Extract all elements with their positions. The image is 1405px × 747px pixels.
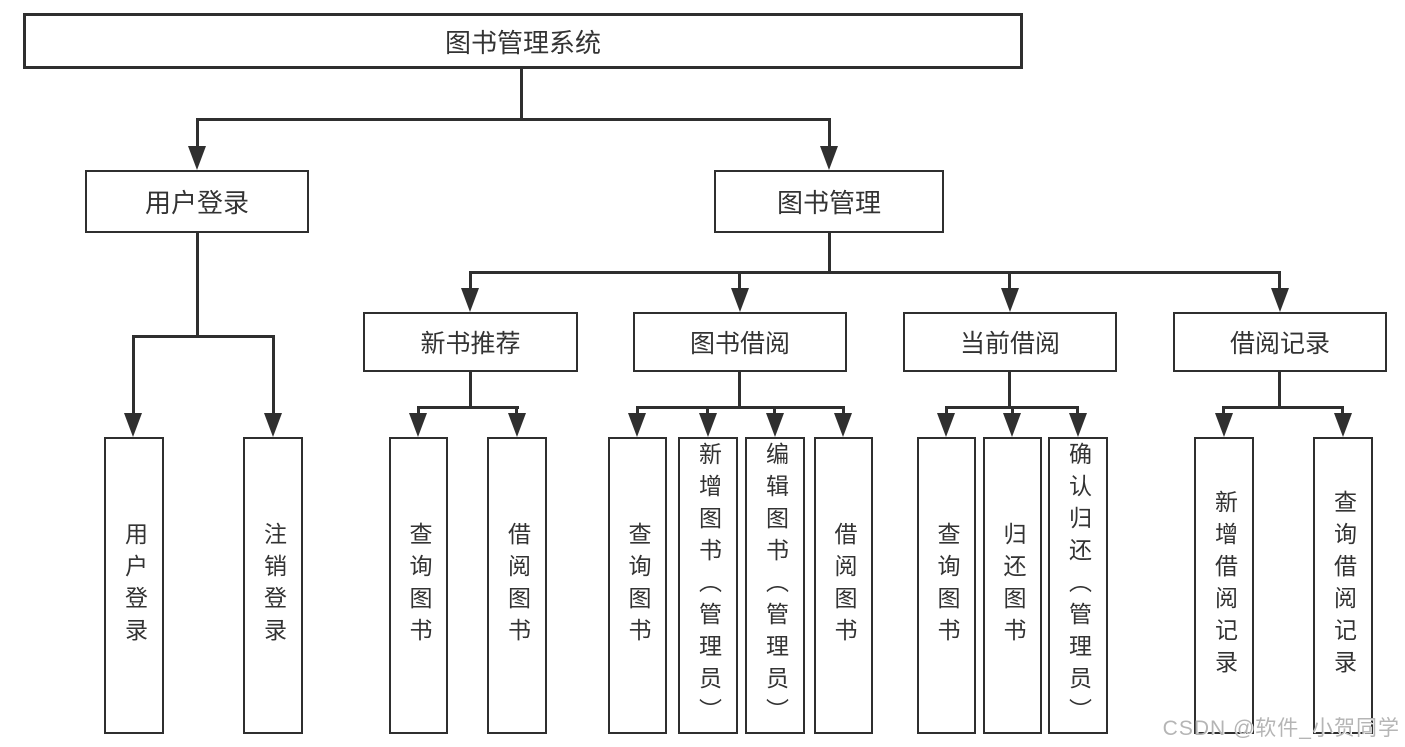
node-label: 图书管理系统 (444, 27, 601, 58)
leaf-label: 新增图书（管理员） (695, 441, 722, 730)
leaf-label: 查询借阅记录 (1330, 489, 1357, 682)
connector-line (945, 406, 948, 416)
arrowhead-icon (1069, 413, 1087, 437)
connector-line (196, 118, 199, 150)
node-new-book-recommend: 新书推荐 (363, 312, 578, 372)
leaf-label: 确认归还（管理员） (1065, 441, 1092, 730)
node-current-borrow: 当前借阅 (903, 312, 1117, 372)
arrowhead-icon (628, 413, 646, 437)
connector-line (1011, 406, 1014, 416)
connector-line (738, 372, 741, 408)
node-label: 图书管理 (776, 188, 881, 218)
arrowhead-icon (834, 413, 852, 437)
arrowhead-icon (264, 413, 282, 437)
leaf-label: 查询图书 (934, 521, 960, 650)
node-user-login: 用户登录 (85, 170, 309, 233)
leaf-user-login: 用户登录 (104, 437, 164, 734)
connector-line (706, 406, 709, 416)
node-root-library-system: 图书管理系统 (23, 13, 1023, 69)
arrowhead-icon (461, 288, 479, 312)
connector-line (1278, 271, 1281, 291)
connector-line (1008, 271, 1011, 291)
connector-line (1008, 372, 1011, 408)
connector-line (515, 406, 518, 416)
arrowhead-icon (937, 413, 955, 437)
leaf-label: 归还图书 (1000, 521, 1026, 650)
connector-line (469, 372, 472, 408)
arrowhead-icon (508, 413, 526, 437)
node-label: 图书借阅 (689, 330, 790, 358)
connector-line (1222, 406, 1344, 409)
leaf-confirm-return-admin: 确认归还（管理员） (1048, 437, 1108, 734)
leaf-logout: 注销登录 (243, 437, 303, 734)
connector-line (417, 406, 519, 409)
arrowhead-icon (409, 413, 427, 437)
arrowhead-icon (1271, 288, 1289, 312)
connector-line (196, 233, 199, 337)
arrowhead-icon (1215, 413, 1233, 437)
node-borrow-records: 借阅记录 (1173, 312, 1387, 372)
connector-line (132, 335, 135, 415)
leaf-add-borrow-record: 新增借阅记录 (1194, 437, 1254, 734)
arrowhead-icon (731, 288, 749, 312)
leaf-label: 新增借阅记录 (1211, 489, 1238, 682)
leaf-return-books: 归还图书 (983, 437, 1042, 734)
leaf-label: 编辑图书（管理员） (762, 441, 789, 730)
leaf-borrow-books-1: 借阅图书 (487, 437, 547, 734)
connector-line (828, 233, 831, 273)
arrowhead-icon (188, 146, 206, 170)
node-label: 新书推荐 (420, 330, 521, 358)
connector-line (469, 271, 472, 291)
arrowhead-icon (1334, 413, 1352, 437)
arrowhead-icon (1003, 413, 1021, 437)
connector-line (272, 335, 275, 415)
leaf-label: 注销登录 (260, 521, 287, 650)
leaf-query-books-1: 查询图书 (389, 437, 448, 734)
watermark: CSDN @软件_小贺同学 (1162, 717, 1400, 740)
leaf-label: 借阅图书 (831, 521, 857, 650)
connector-line (636, 406, 639, 416)
connector-line (196, 118, 831, 121)
node-book-borrow: 图书借阅 (633, 312, 847, 372)
leaf-query-books-2: 查询图书 (608, 437, 667, 734)
leaf-query-borrow-record: 查询借阅记录 (1313, 437, 1373, 734)
arrowhead-icon (124, 413, 142, 437)
leaf-label: 用户登录 (121, 521, 148, 650)
leaf-edit-books-admin: 编辑图书（管理员） (745, 437, 805, 734)
connector-line (1222, 406, 1225, 416)
node-label: 借阅记录 (1229, 330, 1330, 358)
connector-line (469, 271, 1281, 274)
leaf-label: 借阅图书 (504, 521, 531, 650)
leaf-query-books-3: 查询图书 (917, 437, 976, 734)
arrowhead-icon (766, 413, 784, 437)
arrowhead-icon (699, 413, 717, 437)
connector-line (1341, 406, 1344, 416)
leaf-add-books-admin: 新增图书（管理员） (678, 437, 738, 734)
node-label: 当前借阅 (959, 330, 1060, 358)
connector-line (828, 118, 831, 150)
leaf-borrow-books-2: 借阅图书 (814, 437, 873, 734)
connector-line (1076, 406, 1079, 416)
connector-line (520, 69, 523, 118)
leaf-label: 查询图书 (406, 521, 432, 650)
connector-line (738, 271, 741, 291)
leaf-label: 查询图书 (625, 521, 651, 650)
connector-line (1278, 372, 1281, 408)
connector-line (842, 406, 845, 416)
node-book-management: 图书管理 (714, 170, 944, 233)
connector-line (417, 406, 420, 416)
arrowhead-icon (820, 146, 838, 170)
connector-line (636, 406, 845, 409)
arrowhead-icon (1001, 288, 1019, 312)
node-label: 用户登录 (144, 188, 249, 218)
connector-line (132, 335, 275, 338)
connector-line (773, 406, 776, 416)
